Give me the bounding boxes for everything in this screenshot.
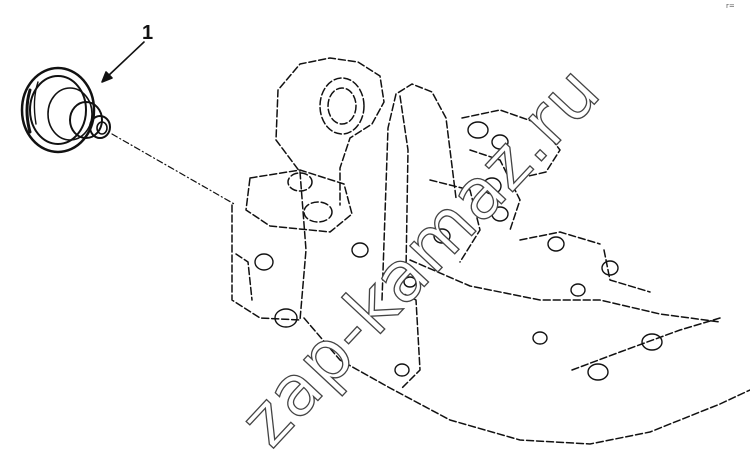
seal-ring-part-icon: [20, 66, 111, 154]
corner-mark: r=: [726, 2, 735, 10]
leader-arrow-icon: [101, 41, 145, 83]
housing-assembly: [231, 57, 750, 445]
callout-number-1: 1: [142, 22, 154, 44]
assembly-axis-line: [111, 133, 237, 206]
bolt-heads: [254, 121, 663, 381]
